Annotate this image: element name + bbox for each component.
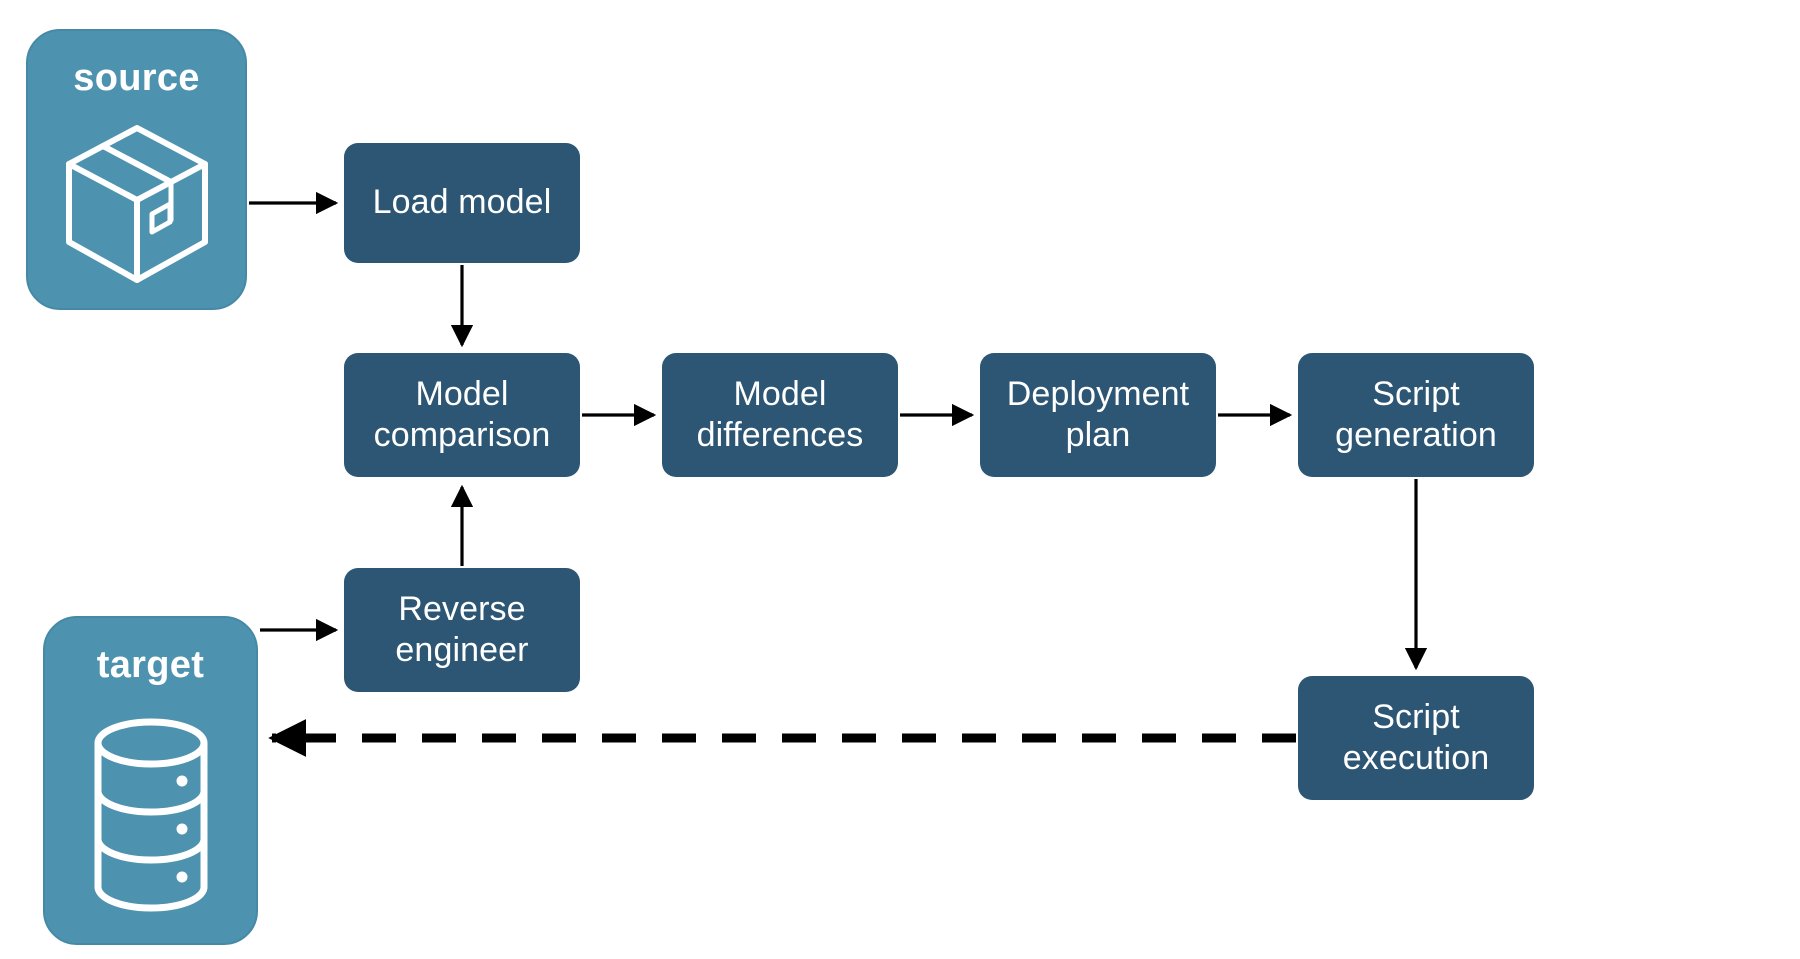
- endpoint-source[interactable]: source: [26, 29, 247, 310]
- package-box-icon: [28, 100, 245, 308]
- endpoint-source-label: source: [73, 57, 200, 99]
- endpoint-target[interactable]: target: [43, 616, 258, 945]
- database-cylinder-icon: [45, 687, 256, 943]
- process-load-model-label: Load model: [372, 183, 552, 222]
- process-load-model[interactable]: Load model: [344, 143, 580, 263]
- endpoint-target-label: target: [96, 644, 205, 686]
